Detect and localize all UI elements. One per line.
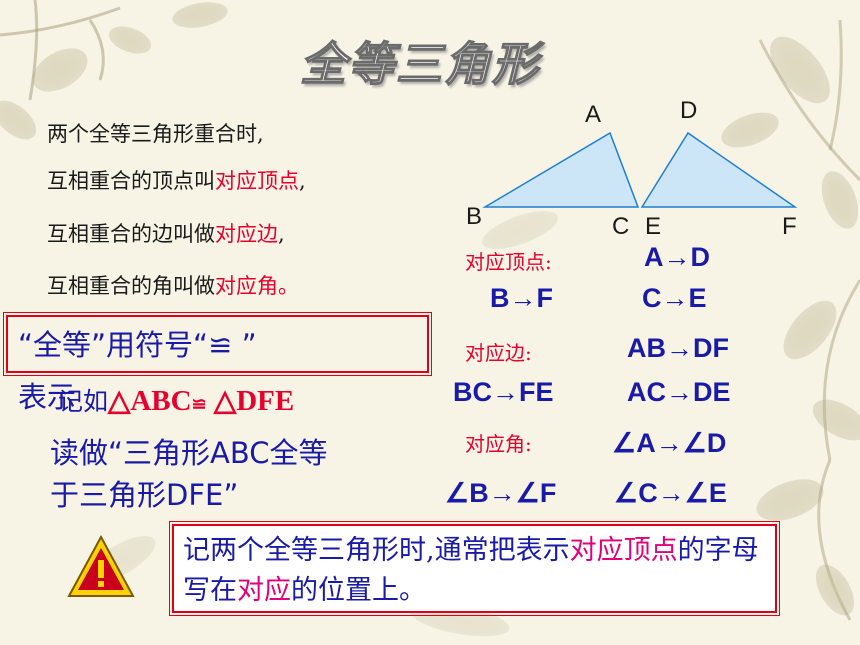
note-part-1: 记两个全等三角形时,通常把表示 bbox=[183, 535, 570, 566]
example-prefix: 表示 bbox=[18, 380, 77, 414]
note-term-corresponding: 对应 bbox=[237, 575, 291, 606]
label-c: C bbox=[612, 213, 630, 240]
label-d: D bbox=[680, 97, 698, 124]
intro-line-4-pre: 互相重合的角叫做 bbox=[47, 274, 215, 298]
angle-title: 对应角: bbox=[465, 432, 532, 456]
triangle-abc bbox=[482, 131, 640, 208]
intro-line-2-post: , bbox=[299, 169, 306, 193]
note-text: 记两个全等三角形时,通常把表示对应顶点的字母写在对应的位置上。 bbox=[183, 531, 773, 611]
intro-line-1: 两个全等三角形重合时, bbox=[47, 118, 264, 148]
example-overlap: 记如 bbox=[58, 387, 109, 416]
congruent-symbol: ≌ bbox=[191, 394, 207, 414]
vertex-title: 对应顶点: bbox=[465, 250, 552, 274]
note-term-vertex: 对应顶点 bbox=[569, 535, 678, 566]
warning-icon bbox=[67, 534, 135, 597]
label-a: A bbox=[585, 101, 602, 128]
example-expression: 记如△ABC≌ △DFE bbox=[58, 382, 294, 418]
triangles-diagram bbox=[482, 131, 798, 208]
example-line: 表示 bbox=[18, 374, 76, 416]
intro-line-2: 互相重合的顶点叫对应顶点, bbox=[47, 165, 306, 195]
example-expr-abc: △ABC bbox=[108, 385, 192, 417]
note-part-5: 的位置上。 bbox=[291, 575, 426, 606]
term-corresponding-angle: 对应角 bbox=[215, 274, 278, 298]
side-pair-3: AC→DE bbox=[627, 377, 731, 407]
intro-line-4: 互相重合的角叫做对应角。 bbox=[47, 270, 299, 300]
vertex-pair-1: A→D bbox=[644, 242, 710, 272]
example-expr-dfe: △DFE bbox=[206, 385, 295, 417]
vertex-pair-3: C→E bbox=[642, 283, 707, 313]
angle-pair-2: ∠B→∠F bbox=[445, 478, 557, 508]
page-title: 全等三角形 bbox=[299, 36, 540, 91]
intro-line-3-pre: 互相重合的边叫做 bbox=[47, 222, 215, 246]
side-pair-1: AB→DF bbox=[627, 333, 729, 363]
intro-line-2-pre: 互相重合的顶点叫 bbox=[47, 169, 215, 193]
side-pair-2: BC→FE bbox=[453, 377, 554, 407]
term-corresponding-side: 对应边 bbox=[215, 222, 278, 246]
branch-top-left bbox=[0, 0, 121, 101]
intro-line-3-post: , bbox=[278, 222, 285, 246]
notation-box-text: “全等”用符号“≌ ” bbox=[18, 328, 257, 362]
note-box bbox=[169, 521, 780, 616]
label-e: E bbox=[645, 213, 662, 240]
label-f: F bbox=[782, 213, 797, 240]
read-line-2: 于三角形DFE” bbox=[50, 478, 239, 512]
angle-pair-3: ∠C→∠E bbox=[614, 478, 727, 508]
note-part-3: 的字母写在 bbox=[183, 535, 759, 606]
intro-line-4-post: 。 bbox=[278, 274, 299, 298]
label-b: B bbox=[466, 203, 483, 230]
side-title: 对应边: bbox=[465, 341, 532, 365]
triangle-def bbox=[640, 131, 798, 208]
term-corresponding-vertex: 对应顶点 bbox=[215, 169, 299, 193]
intro-line-1-text: 两个全等三角形重合时, bbox=[47, 122, 264, 146]
vertex-pair-2: B→F bbox=[490, 283, 553, 313]
notation-box bbox=[3, 312, 432, 376]
angle-pair-1: ∠A→∠D bbox=[612, 428, 727, 458]
read-line-1: 读做“三角形ABC全等 bbox=[50, 436, 328, 470]
intro-line-3: 互相重合的边叫做对应边, bbox=[47, 218, 285, 248]
